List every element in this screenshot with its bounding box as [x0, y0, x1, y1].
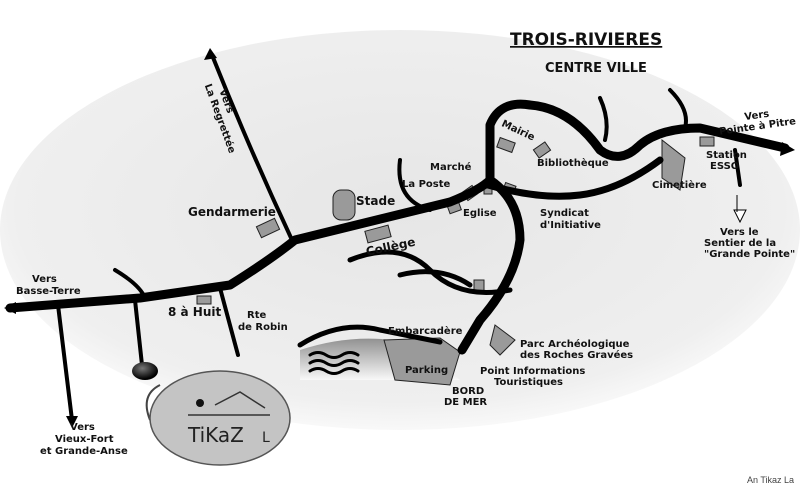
roads — [4, 48, 795, 428]
arrow-south-icon — [66, 416, 78, 428]
logo-text: TiKaZ — [187, 423, 244, 447]
label-marche: Marché — [430, 161, 472, 173]
road-vieux-fort — [56, 303, 74, 422]
label-vers-basse: Vers — [32, 274, 57, 285]
label-station: Station — [706, 150, 747, 161]
label-de-mer: DE MER — [444, 397, 487, 408]
label-sentier-2: Sentier de la — [704, 238, 776, 249]
label-stade: Stade — [356, 194, 395, 208]
label-initiative: d'Initiative — [540, 220, 601, 231]
label-vers-vieux: Vers — [70, 422, 95, 433]
label-bibliotheque: Bibliothèque — [537, 157, 609, 169]
label-parking: Parking — [405, 365, 448, 376]
huit-building — [196, 295, 212, 305]
arrow-sentier-icon — [733, 195, 747, 224]
station-esso-building — [699, 136, 715, 147]
label-vers-pointe: Vers — [744, 109, 770, 123]
bibliotheque-building — [532, 141, 552, 159]
road-sentier — [733, 148, 742, 187]
credit-text: An Tikaz La — [746, 475, 794, 485]
tikaz-location-marker[interactable] — [132, 362, 158, 380]
label-de-robin: de Robin — [238, 322, 288, 333]
label-embarcadere: Embarcadère — [388, 325, 463, 337]
label-sentier-1: Vers le — [720, 227, 759, 238]
svg-text:L: L — [262, 430, 270, 446]
label-la-poste: La Poste — [402, 179, 451, 190]
label-esso: ESSO — [710, 161, 739, 172]
label-touristiques: Touristiques — [494, 377, 563, 388]
house-icon — [188, 391, 270, 416]
cimetiere-area — [661, 138, 686, 191]
road-embarcadere — [297, 324, 443, 348]
road-north-2 — [668, 88, 688, 130]
sun-icon — [196, 399, 204, 407]
main-road-west — [5, 175, 495, 313]
label-basse-terre: Basse-Terre — [16, 286, 81, 297]
label-point-informations: Point Informations — [480, 366, 585, 377]
tikaz-logo: TiKaZ L — [145, 370, 291, 466]
label-eglise: Eglise — [463, 208, 497, 219]
college-building — [364, 224, 392, 244]
label-parc: Parc Archéologique — [520, 338, 630, 350]
label-bord: BORD — [452, 386, 484, 397]
main-road-east — [485, 99, 790, 185]
road-north — [598, 96, 609, 142]
road-side — [113, 268, 147, 300]
label-rte: Rte — [247, 310, 266, 321]
label-roches-gravees: des Roches Gravées — [520, 349, 633, 361]
label-gendarmerie: Gendarmerie — [188, 205, 276, 219]
road-robin — [218, 286, 240, 357]
map-title: TROIS-RIVIERES — [510, 30, 662, 50]
map-labels: TROIS-RIVIERES CENTRE VILLE Vers La Regr… — [16, 30, 797, 457]
arrow-east-icon — [780, 142, 795, 156]
road-bord-de-mer — [457, 175, 525, 355]
arrow-west-icon — [4, 302, 16, 314]
label-8-a-huit: 8 à Huit — [168, 305, 222, 319]
road-side-2 — [397, 158, 432, 212]
label-sentier-3: "Grande Pointe" — [704, 249, 795, 260]
road-loop — [484, 156, 664, 200]
map-background — [0, 30, 800, 430]
label-cimetiere: Cimetière — [652, 179, 707, 191]
map-subtitle: CENTRE VILLE — [545, 61, 647, 76]
road-tikaz — [133, 298, 144, 367]
label-grande-anse: et Grande-Anse — [40, 446, 128, 457]
parking-area — [383, 337, 461, 386]
stade-building — [332, 189, 356, 221]
label-syndicat: Syndicat — [540, 208, 589, 219]
mairie-building — [496, 136, 516, 154]
label-vieux-fort: Vieux-Fort — [55, 434, 114, 445]
parc-archeologique-area — [489, 324, 516, 356]
gendarmerie-building — [255, 217, 281, 239]
sea-waves-icon — [308, 351, 360, 375]
road-residential-2 — [397, 269, 473, 288]
arrow-north-icon — [204, 48, 217, 60]
road-regrettee — [210, 53, 294, 242]
